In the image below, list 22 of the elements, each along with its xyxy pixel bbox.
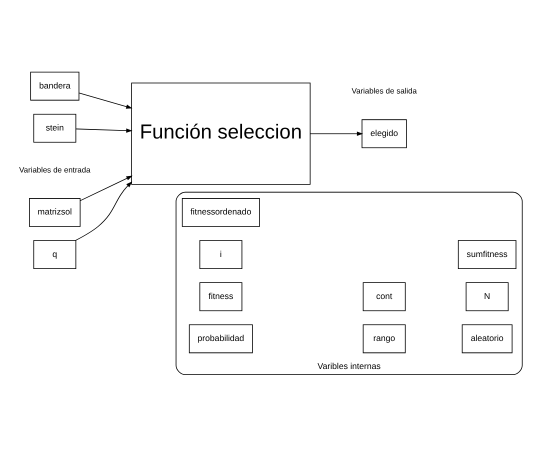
node-box: cont: [362, 282, 406, 311]
arrow: [80, 175, 133, 201]
arrow: [75, 180, 132, 240]
node-box: probabilidad: [188, 324, 253, 353]
node-box: sumfitness: [458, 240, 516, 268]
node-box: q: [33, 240, 76, 268]
arrow: [78, 92, 132, 108]
node-box: i: [199, 240, 242, 268]
node-box: stein: [33, 113, 76, 142]
node-box: aleatorio: [462, 324, 512, 353]
label: Variables de salida: [352, 86, 417, 96]
node-box: rango: [362, 324, 406, 353]
node-box: Función seleccion: [131, 82, 311, 184]
arrow: [76, 128, 132, 132]
node-box: fitness: [199, 282, 242, 311]
node-box: matrizsol: [29, 198, 81, 226]
node-box: elegido: [362, 118, 407, 148]
node-box: bandera: [30, 71, 80, 100]
node-box: N: [466, 282, 509, 311]
arrow: [310, 131, 364, 136]
label: Variables de entrada: [19, 164, 90, 174]
node-box: fitnessordenado: [182, 198, 260, 226]
